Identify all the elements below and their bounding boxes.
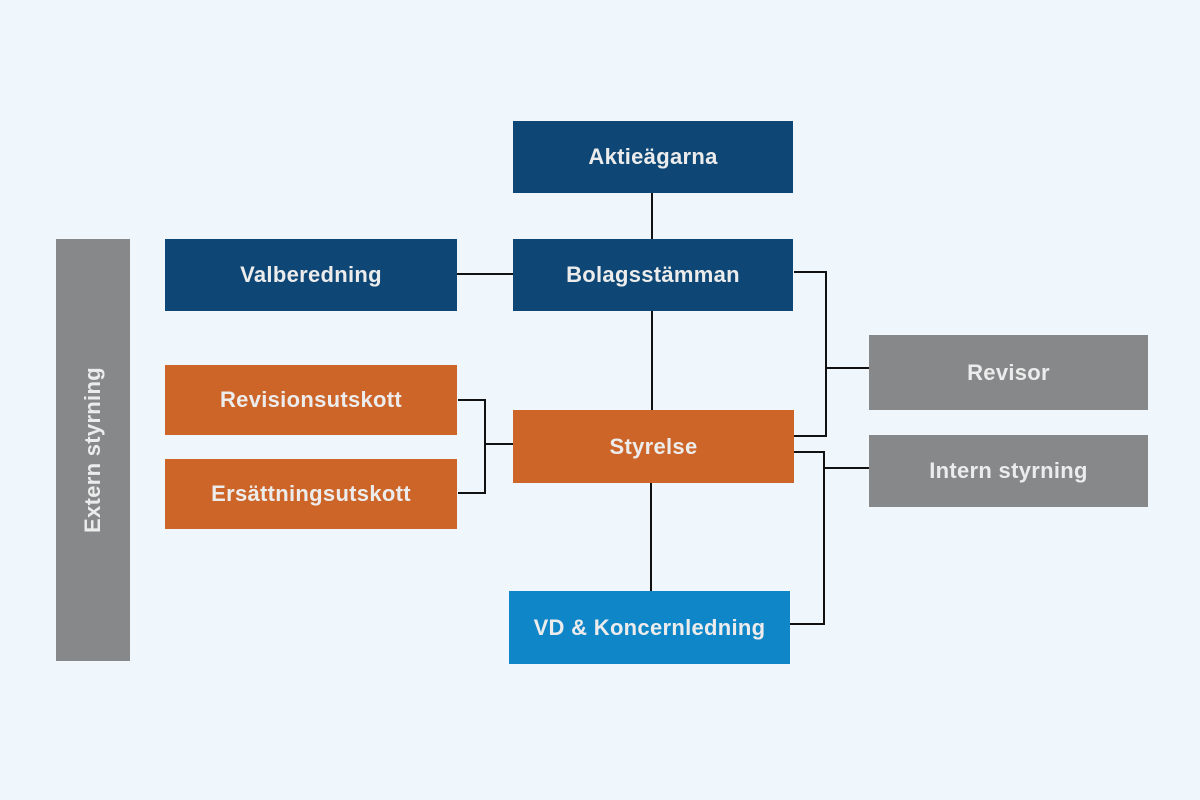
connector-right-lower-bracket bbox=[823, 451, 825, 625]
connector-vd-right-stub bbox=[790, 623, 825, 625]
connector-valberedning-bolagsstamman bbox=[457, 273, 513, 275]
node-intern-styrning: Intern styrning bbox=[869, 435, 1148, 507]
connector-revisionsutskott-stub bbox=[458, 399, 486, 401]
node-styrelse: Styrelse bbox=[513, 410, 794, 483]
connector-styrelse-right-upper-stub bbox=[794, 435, 827, 437]
connector-aktieagarna-bolagsstamman bbox=[651, 193, 653, 239]
node-vd-koncernledning: VD & Koncernledning bbox=[509, 591, 790, 664]
connector-ersattningsutskott-stub bbox=[458, 492, 486, 494]
connector-bolagsstamman-styrelse bbox=[651, 311, 653, 410]
node-revisionsutskott: Revisionsutskott bbox=[165, 365, 457, 435]
connector-intern-styrning-stub bbox=[825, 467, 869, 469]
node-revisor: Revisor bbox=[869, 335, 1148, 410]
connector-utskott-styrelse bbox=[484, 443, 513, 445]
connector-revisor-stub bbox=[827, 367, 869, 369]
node-valberedning: Valberedning bbox=[165, 239, 457, 311]
connector-styrelse-right-lower-stub bbox=[794, 451, 825, 453]
connector-right-upper-bracket bbox=[825, 271, 827, 437]
node-aktieagarna: Aktieägarna bbox=[513, 121, 793, 193]
connector-bolagsstamman-right-stub bbox=[794, 271, 827, 273]
node-bolagsstamman: Bolagsstämman bbox=[513, 239, 793, 311]
extern-styrning-label: Extern styrning bbox=[80, 367, 105, 533]
node-ersattningsutskott: Ersättningsutskott bbox=[165, 459, 457, 529]
connector-styrelse-vd bbox=[650, 483, 652, 591]
connector-utskott-bracket bbox=[484, 399, 486, 494]
extern-styrning-band: Extern styrning bbox=[56, 239, 130, 661]
